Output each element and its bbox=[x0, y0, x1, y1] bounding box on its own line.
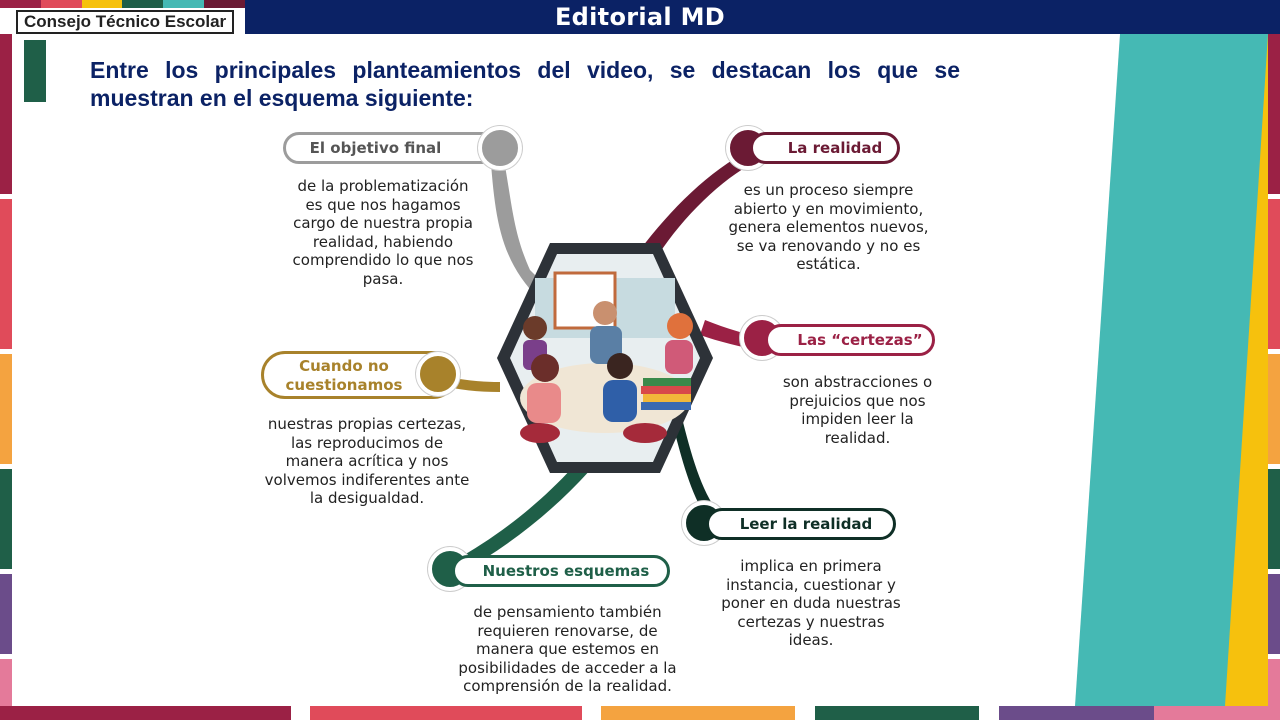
logo-text: Consejo Técnico Escolar bbox=[16, 10, 235, 34]
label-la-realidad: La realidad bbox=[750, 132, 900, 164]
group-discussion-illustration bbox=[497, 243, 713, 473]
right-color-strip bbox=[1268, 34, 1280, 720]
logo-area: Consejo Técnico Escolar bbox=[0, 0, 245, 36]
concept-diagram: El objetivo final de la problematización… bbox=[250, 120, 950, 705]
accent-bar bbox=[24, 40, 46, 102]
intro-text: Entre los principales planteamientos del… bbox=[90, 57, 960, 111]
dot-gold bbox=[416, 352, 460, 396]
diagram-connectors bbox=[440, 150, 770, 572]
teal-yellow-panel bbox=[1075, 34, 1268, 706]
label-las-certezas: Las “certezas” bbox=[765, 324, 935, 356]
label-el-objetivo-final: El objetivo final bbox=[283, 132, 498, 164]
label-leer-la-realidad: Leer la realidad bbox=[706, 508, 896, 540]
left-color-strip bbox=[0, 34, 12, 720]
desc-la-realidad: es un proceso siempre abierto y en movim… bbox=[728, 181, 929, 273]
desc-las-certezas: son abstracciones o prejuicios que nos i… bbox=[782, 373, 933, 447]
desc-cuando-no-cuestionamos: nuestras propias certezas, las reproduci… bbox=[264, 415, 470, 507]
label-nuestros-esquemas: Nuestros esquemas bbox=[452, 555, 670, 587]
logo-color-bars bbox=[0, 0, 245, 8]
desc-el-objetivo-final: de la problematización es que nos hagamo… bbox=[292, 177, 474, 288]
desc-leer-la-realidad: implica en primera instancia, cuestionar… bbox=[721, 557, 901, 649]
bottom-color-strip bbox=[0, 706, 1280, 720]
desc-nuestros-esquemas: de pensamiento también requieren renovar… bbox=[458, 603, 677, 695]
header-title: Editorial MD bbox=[554, 3, 725, 31]
dot-gray bbox=[478, 126, 522, 170]
